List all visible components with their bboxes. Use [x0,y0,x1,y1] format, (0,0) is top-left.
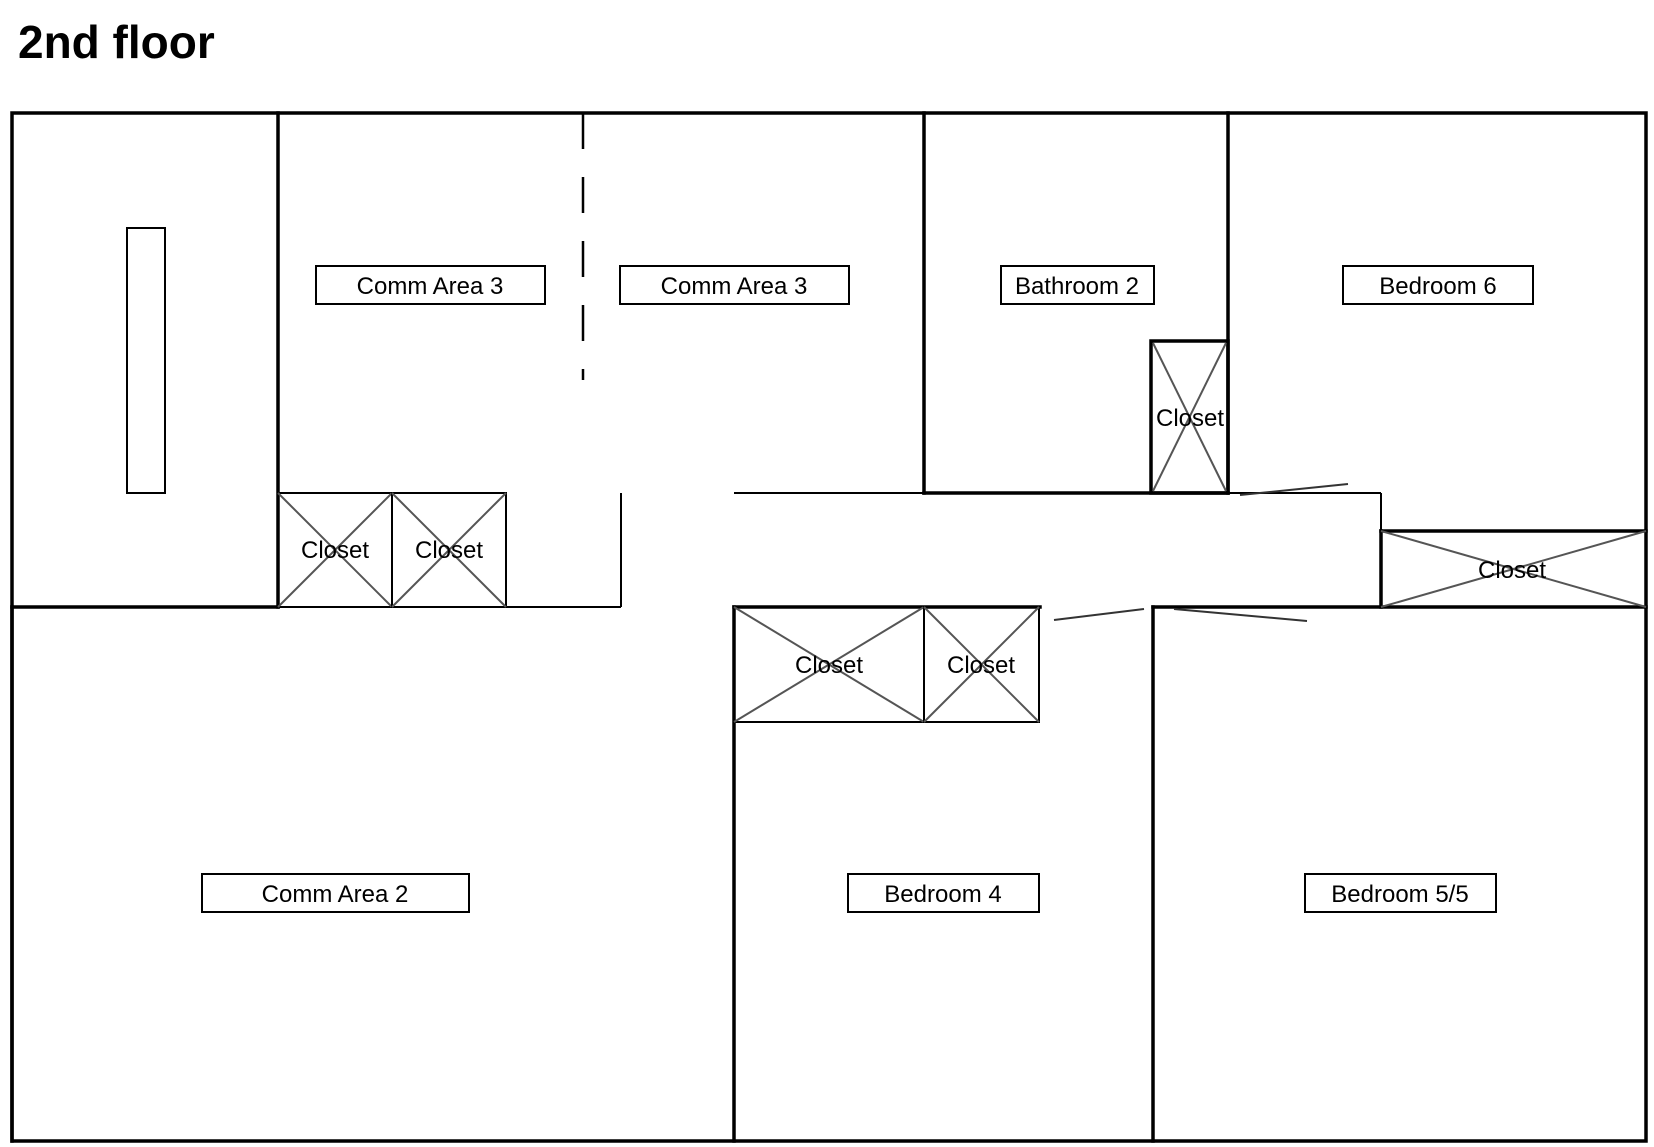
closet-3-label: Closet [1156,405,1224,432]
door-bedroom-5 [1173,608,1308,622]
room-bedroom-4: Bedroom 4 [847,873,1040,913]
closet-4: Closet [1380,530,1647,608]
closet-2-label: Closet [415,537,483,564]
room-label: Bathroom 2 [1015,273,1139,300]
room-label: Bedroom 6 [1379,273,1496,300]
closet-2: Closet [391,492,507,608]
room-bathroom-2: Bathroom 2 [1000,265,1155,305]
page-title: 2nd floor [18,16,215,68]
closet-5-label: Closet [795,652,863,679]
closet-6: Closet [923,606,1040,723]
room-comm-area-3-right: Comm Area 3 [619,265,850,305]
room-label: Bedroom 5/5 [1331,881,1468,908]
room-comm-area-3-left: Comm Area 3 [315,265,546,305]
room-comm-area-2: Comm Area 2 [201,873,470,913]
room-label: Comm Area 3 [661,273,808,300]
room-bedroom-6: Bedroom 6 [1342,265,1534,305]
closet-5: Closet [733,606,925,723]
room-bedroom-5-5: Bedroom 5/5 [1304,873,1497,913]
closet-3: Closet [1149,339,1230,495]
closet-1: Closet [277,492,393,608]
closet-4-label: Closet [1478,557,1546,584]
door-bedroom-6 [1239,483,1349,496]
closet-1-label: Closet [301,537,369,564]
room-label: Bedroom 4 [884,881,1001,908]
stair-element [126,227,166,494]
room-label: Comm Area 2 [262,881,409,908]
door-bedroom-4 [1053,608,1145,621]
room-label: Comm Area 3 [357,273,504,300]
closet-6-label: Closet [947,652,1015,679]
